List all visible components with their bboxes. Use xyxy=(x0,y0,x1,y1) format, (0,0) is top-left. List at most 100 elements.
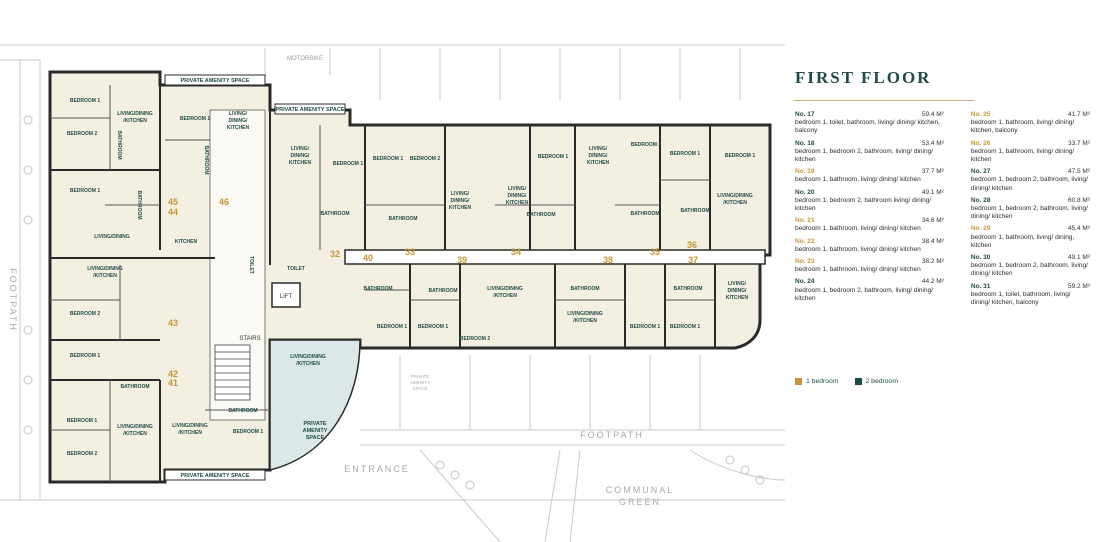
room-label: BATHROOM xyxy=(673,286,702,292)
unit-area: 37.7 M² xyxy=(921,168,944,176)
amenity-quarter-1: PRIVATE xyxy=(303,421,326,427)
room-label: /KITCHEN xyxy=(178,430,202,436)
room-label: BEDROOM 1 xyxy=(180,116,211,122)
unit-number-label: No. 24 xyxy=(795,278,815,286)
room-label: LIVING/DINING xyxy=(717,193,753,199)
unit-description: bedroom 1, bathroom, living/ dining/ kit… xyxy=(970,119,1075,135)
room-label: BEDROOM 2 xyxy=(67,451,98,457)
room-label: DINING/ xyxy=(291,153,311,159)
room-label: BATHROOM xyxy=(363,286,392,292)
room-label: LIVING/DINING xyxy=(172,423,208,429)
unit-numbers: 45 44 46 43 42 41 32 33 34 35 36 37 38 3… xyxy=(168,197,698,388)
room-label: DINING/ xyxy=(728,288,748,294)
unit-description: bedroom 1, bathroom, living/ dining, kit… xyxy=(970,233,1075,249)
room-label: /KITCHEN xyxy=(723,200,747,206)
room-label: BATHROOM xyxy=(680,208,709,214)
room-label: DINING/ xyxy=(508,193,528,199)
unit-number-label: No. 17 xyxy=(795,111,815,118)
room-label: BATHROOM xyxy=(320,211,349,217)
unit-area: 44.2 M² xyxy=(921,278,944,286)
unit-description: bedroom 1, bathroom, living/ dining/ kit… xyxy=(795,176,921,184)
unit-area: 41.7 M² xyxy=(1067,111,1090,118)
room-label: BEDROOM 2 xyxy=(67,131,98,137)
room-label: BATHROOM xyxy=(630,211,659,217)
unit-number-label: No. 21 xyxy=(795,217,815,225)
unit-number-label: No. 25 xyxy=(970,111,991,118)
room-label: DINING/ xyxy=(589,153,609,159)
unit-description: bedroom 1, toilet, bathroom, living/ din… xyxy=(970,290,1071,307)
room-label: BATHROOM xyxy=(428,288,457,294)
unit-number-label: No. 30 xyxy=(970,254,991,262)
room-label: LIVING/DINING xyxy=(94,234,130,240)
unit-area: 45.4 M² xyxy=(1067,225,1090,233)
unit-area: 38.2 M² xyxy=(921,258,944,266)
legend: 1 bedroom 2 bedroom xyxy=(795,378,898,385)
amenity-top-left-label: PRIVATE AMENITY SPACE xyxy=(180,78,249,84)
room-label: /KITCHEN xyxy=(493,293,517,299)
room-label: DINING/ xyxy=(229,118,249,124)
unit-number-label: No. 28 xyxy=(970,196,991,204)
unit-number: 39 xyxy=(457,255,467,265)
room-label: LIVING/ xyxy=(508,186,527,192)
unit-number-label: No. 23 xyxy=(795,258,815,266)
room-label: /KITCHEN xyxy=(573,318,597,324)
amenity-bottom-label: PRIVATE AMENITY SPACE xyxy=(180,473,249,479)
entrance-label: ENTRANCE xyxy=(344,464,410,474)
green-label: GREEN xyxy=(619,497,661,507)
room-label: BEDROOM 1 xyxy=(630,324,661,330)
room-label: LIVING/ xyxy=(291,146,310,152)
room-label: BATHROOM xyxy=(526,212,555,218)
unit-description: bedroom 1, bathroom, living/ dining/ kit… xyxy=(795,266,921,274)
room-label: /KITCHEN xyxy=(123,431,147,437)
unit-description: bedroom 1, bathroom, living/ dining/ kit… xyxy=(970,147,1075,164)
room-label: BATHROOM xyxy=(203,145,209,174)
stairs-label: STAIRS xyxy=(239,336,260,342)
room-label: TOILET xyxy=(287,266,305,272)
room-label: BEDROOM 1 xyxy=(418,324,449,330)
unit-number: 40 xyxy=(363,253,373,263)
room-label: BEDROOM 1 xyxy=(725,153,756,159)
unit-number-label: No. 31 xyxy=(970,282,991,290)
room-label: BEDROOM 1 xyxy=(670,151,701,157)
floor-title: FIRST FLOOR xyxy=(795,68,932,87)
room-label: LIVING/ xyxy=(229,111,248,117)
unit-description: bedroom 1, bedroom 2, bathroom, living/ … xyxy=(795,147,934,164)
room-label: KITCHEN xyxy=(289,160,312,166)
unit-number-label: No. 26 xyxy=(970,139,991,147)
building xyxy=(48,70,772,484)
room-label: KITCHEN xyxy=(449,205,472,211)
unit-number: 45 xyxy=(168,197,178,207)
unit-head: No. 23 38.2 M² xyxy=(795,258,944,266)
unit-area: 33.7 M² xyxy=(1067,139,1090,147)
floor-plan: MOTORBIKE PRIVATE AMENITY SPACE PRIVATE … xyxy=(0,44,785,542)
room-label: BEDROOM 1 xyxy=(233,429,264,435)
legend-swatch-two xyxy=(854,378,862,385)
unit-area: 34.6 M² xyxy=(921,217,944,225)
room-label: LIVING/DINING xyxy=(117,111,153,117)
room-label: /KITCHEN xyxy=(93,273,117,279)
unit-description: bedroom 1, bedroom 2, bathroom, living/ … xyxy=(970,262,1088,278)
footpath-bottom-label: FOOTPATH xyxy=(580,430,644,440)
room-label: BEDROOM 1 xyxy=(70,98,101,104)
room-label: BEDROOM 2 xyxy=(460,336,491,342)
amenity-quarter-2: AMENITY xyxy=(303,428,328,434)
unit-number-label: No. 22 xyxy=(795,237,815,245)
unit-description: bedroom 1, bathroom, living/ dining/ kit… xyxy=(795,225,921,233)
room-label: BEDROOM 2 xyxy=(631,142,662,148)
unit-description: bedroom 1, bedroom 2, bathroom, living/ … xyxy=(970,205,1088,221)
site-context xyxy=(0,44,785,542)
